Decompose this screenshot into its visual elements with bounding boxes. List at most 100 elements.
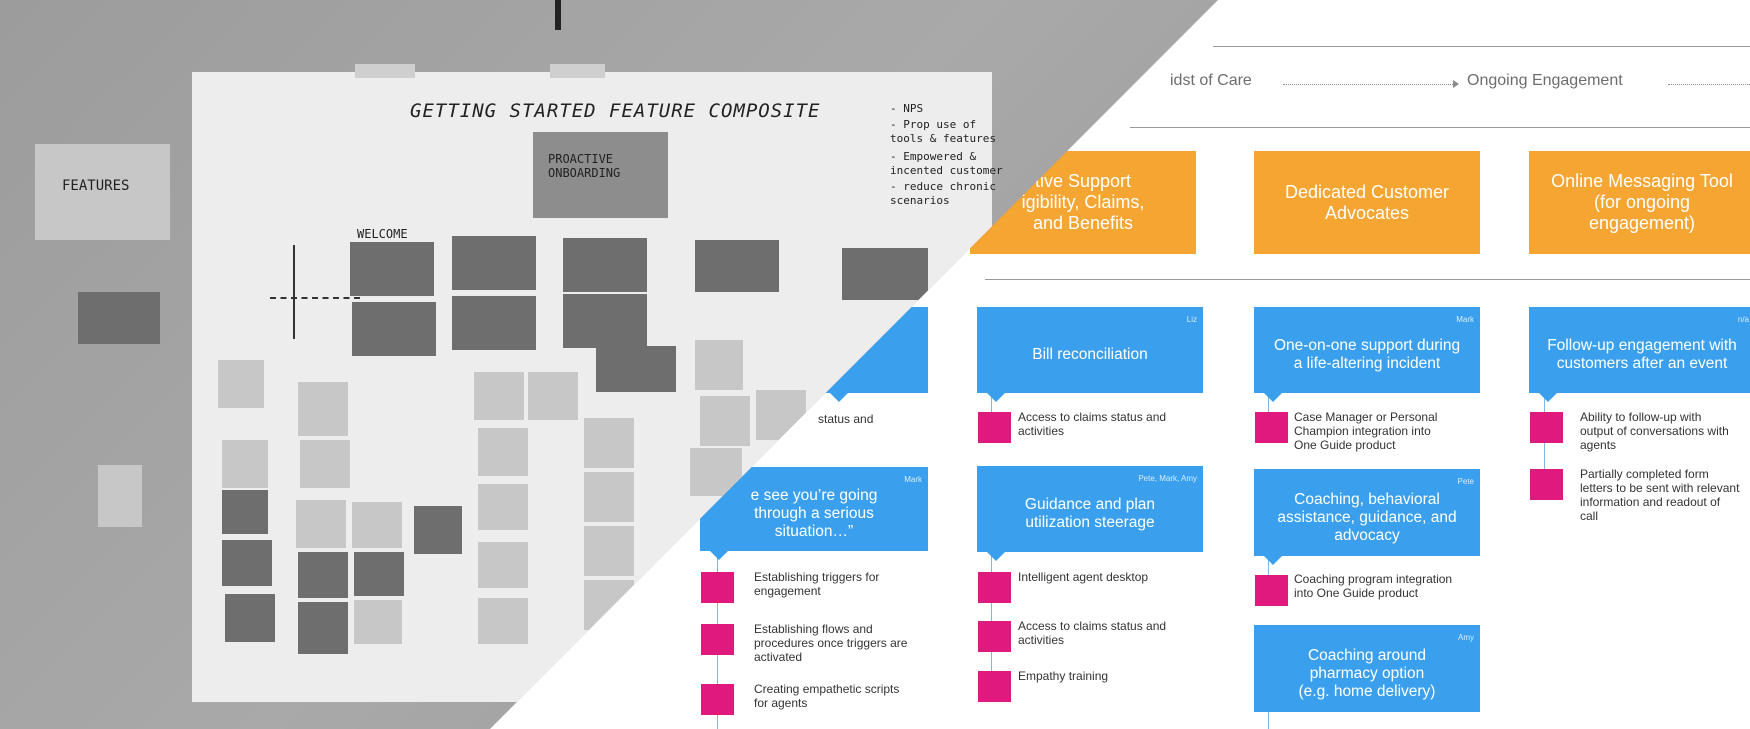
sticky-note [352,302,436,356]
phase-midst-of-care: idst of Care [1170,72,1252,89]
sticky-note [354,552,404,596]
sticky-note [222,490,268,534]
card-owner: Pete [1457,477,1474,486]
sticky-note [222,440,268,488]
sticky-note [300,440,350,488]
item-marker [701,624,734,655]
sticky-note [563,238,647,292]
sticky-note [563,294,647,348]
phase-rule [1130,127,1750,128]
connector-line [1268,392,1269,412]
side-note: - Prop use of [890,118,977,131]
item-text: Intelligent agent desktop [1018,570,1149,584]
sticky-note [695,340,743,390]
sticky-note [298,382,348,436]
sticky-note [218,360,264,408]
sticky-note [350,242,434,296]
features-card [35,144,170,240]
connector-line [991,551,992,681]
card-owner: n/a [1737,315,1749,324]
card-owner: Amy [1458,633,1474,642]
sticky-note [78,292,160,344]
column-header-advocates: Dedicated Customer Advocates [1254,151,1480,254]
tape [355,64,415,78]
sticky-note [584,418,634,468]
connector-line [1268,555,1269,575]
sticky-note [296,500,346,548]
item-text: Partially completed form letters to be s… [1580,467,1740,523]
phase-arrow-icon [1453,80,1459,88]
side-note: scenarios [890,194,950,207]
item-marker [701,572,734,603]
sticky-note [478,542,528,588]
card-guidance: Pete, Mark, Amy Guidance and plan utiliz… [977,466,1203,561]
phase-connector [1283,84,1453,85]
item-text: Ability to follow-up with output of conv… [1580,410,1729,452]
card-follow-up: n/a Follow-up engagement with customers … [1529,307,1750,402]
welcome-label: WELCOME [357,227,408,241]
item-text: Creating empathetic scripts for agents [754,682,900,710]
item-text: Empathy training [1018,669,1109,683]
tape [550,64,605,78]
card-owner: Mark [904,475,922,484]
connector-line [991,392,992,412]
item-marker [1255,575,1288,606]
item-marker [978,572,1011,603]
item-text: Case Manager or Personal Champion integr… [1294,410,1438,452]
card-title: Follow-up engagement with customers afte… [1547,337,1737,372]
item-marker [978,621,1011,652]
sticky-note [695,240,779,292]
sticky-note [533,132,668,218]
sticky-note [225,594,275,642]
sticky-note [842,248,928,300]
phase-connector-2 [1668,84,1750,85]
sticky-note [478,428,528,476]
sticky-note [474,372,524,420]
sticky-note [452,296,536,350]
card-coaching-behavioral: Pete Coaching, behavioral assistance, gu… [1254,469,1480,565]
sticky-note [352,502,402,548]
sticky-note [584,472,634,522]
hanger [555,0,561,30]
sticky-note [478,598,528,644]
top-rule [1213,46,1750,47]
item-text: Establishing flows and procedures once t… [754,622,908,664]
side-note: - Empowered & [890,150,977,163]
card-title: e see you’re going through a serious sit… [750,487,878,540]
sticky-note [528,372,578,420]
card-title: Guidance and plan utilization steerage [1024,496,1156,531]
item-marker [978,412,1011,443]
item-status: status and [818,412,874,426]
header-rule [985,279,1750,280]
sticky-note [596,346,676,392]
sticky-note [414,506,462,554]
card-owner: Pete, Mark, Amy [1138,474,1197,483]
card-title: Coaching around pharmacy option (e.g. ho… [1298,646,1436,700]
card-serious-situation: Mark e see you’re going through a seriou… [700,467,928,560]
item-marker [1255,412,1288,443]
sticky-note [298,552,348,598]
sticky-note [452,236,536,290]
item-marker [701,684,734,715]
item-marker [1530,469,1563,500]
item-text: Access to claims status and activities [1018,410,1167,438]
axis-line [270,297,360,299]
side-note: - NPS [890,102,924,115]
sticky-note [222,540,272,586]
card-owner: Liz [1186,315,1197,324]
card-title: Bill reconciliation [1032,346,1148,363]
sticky-note [478,484,528,530]
card-owner: Mark [1456,315,1474,324]
sticky-note [700,396,750,446]
phase-ongoing-engagement: Ongoing Engagement [1467,72,1623,89]
card-title: One-on-one support during a life-alterin… [1273,337,1461,372]
features-label: FEATURES [62,178,130,194]
item-text: Access to claims status and activities [1018,619,1167,647]
item-text: Coaching program integration into One Gu… [1294,572,1453,600]
item-marker [978,671,1011,702]
sticky-note [298,602,348,654]
item-text: Establishing triggers for engagement [754,570,880,598]
axis-line [293,245,295,339]
column-header-messaging: Online Messaging Tool (for ongoing engag… [1529,151,1750,254]
